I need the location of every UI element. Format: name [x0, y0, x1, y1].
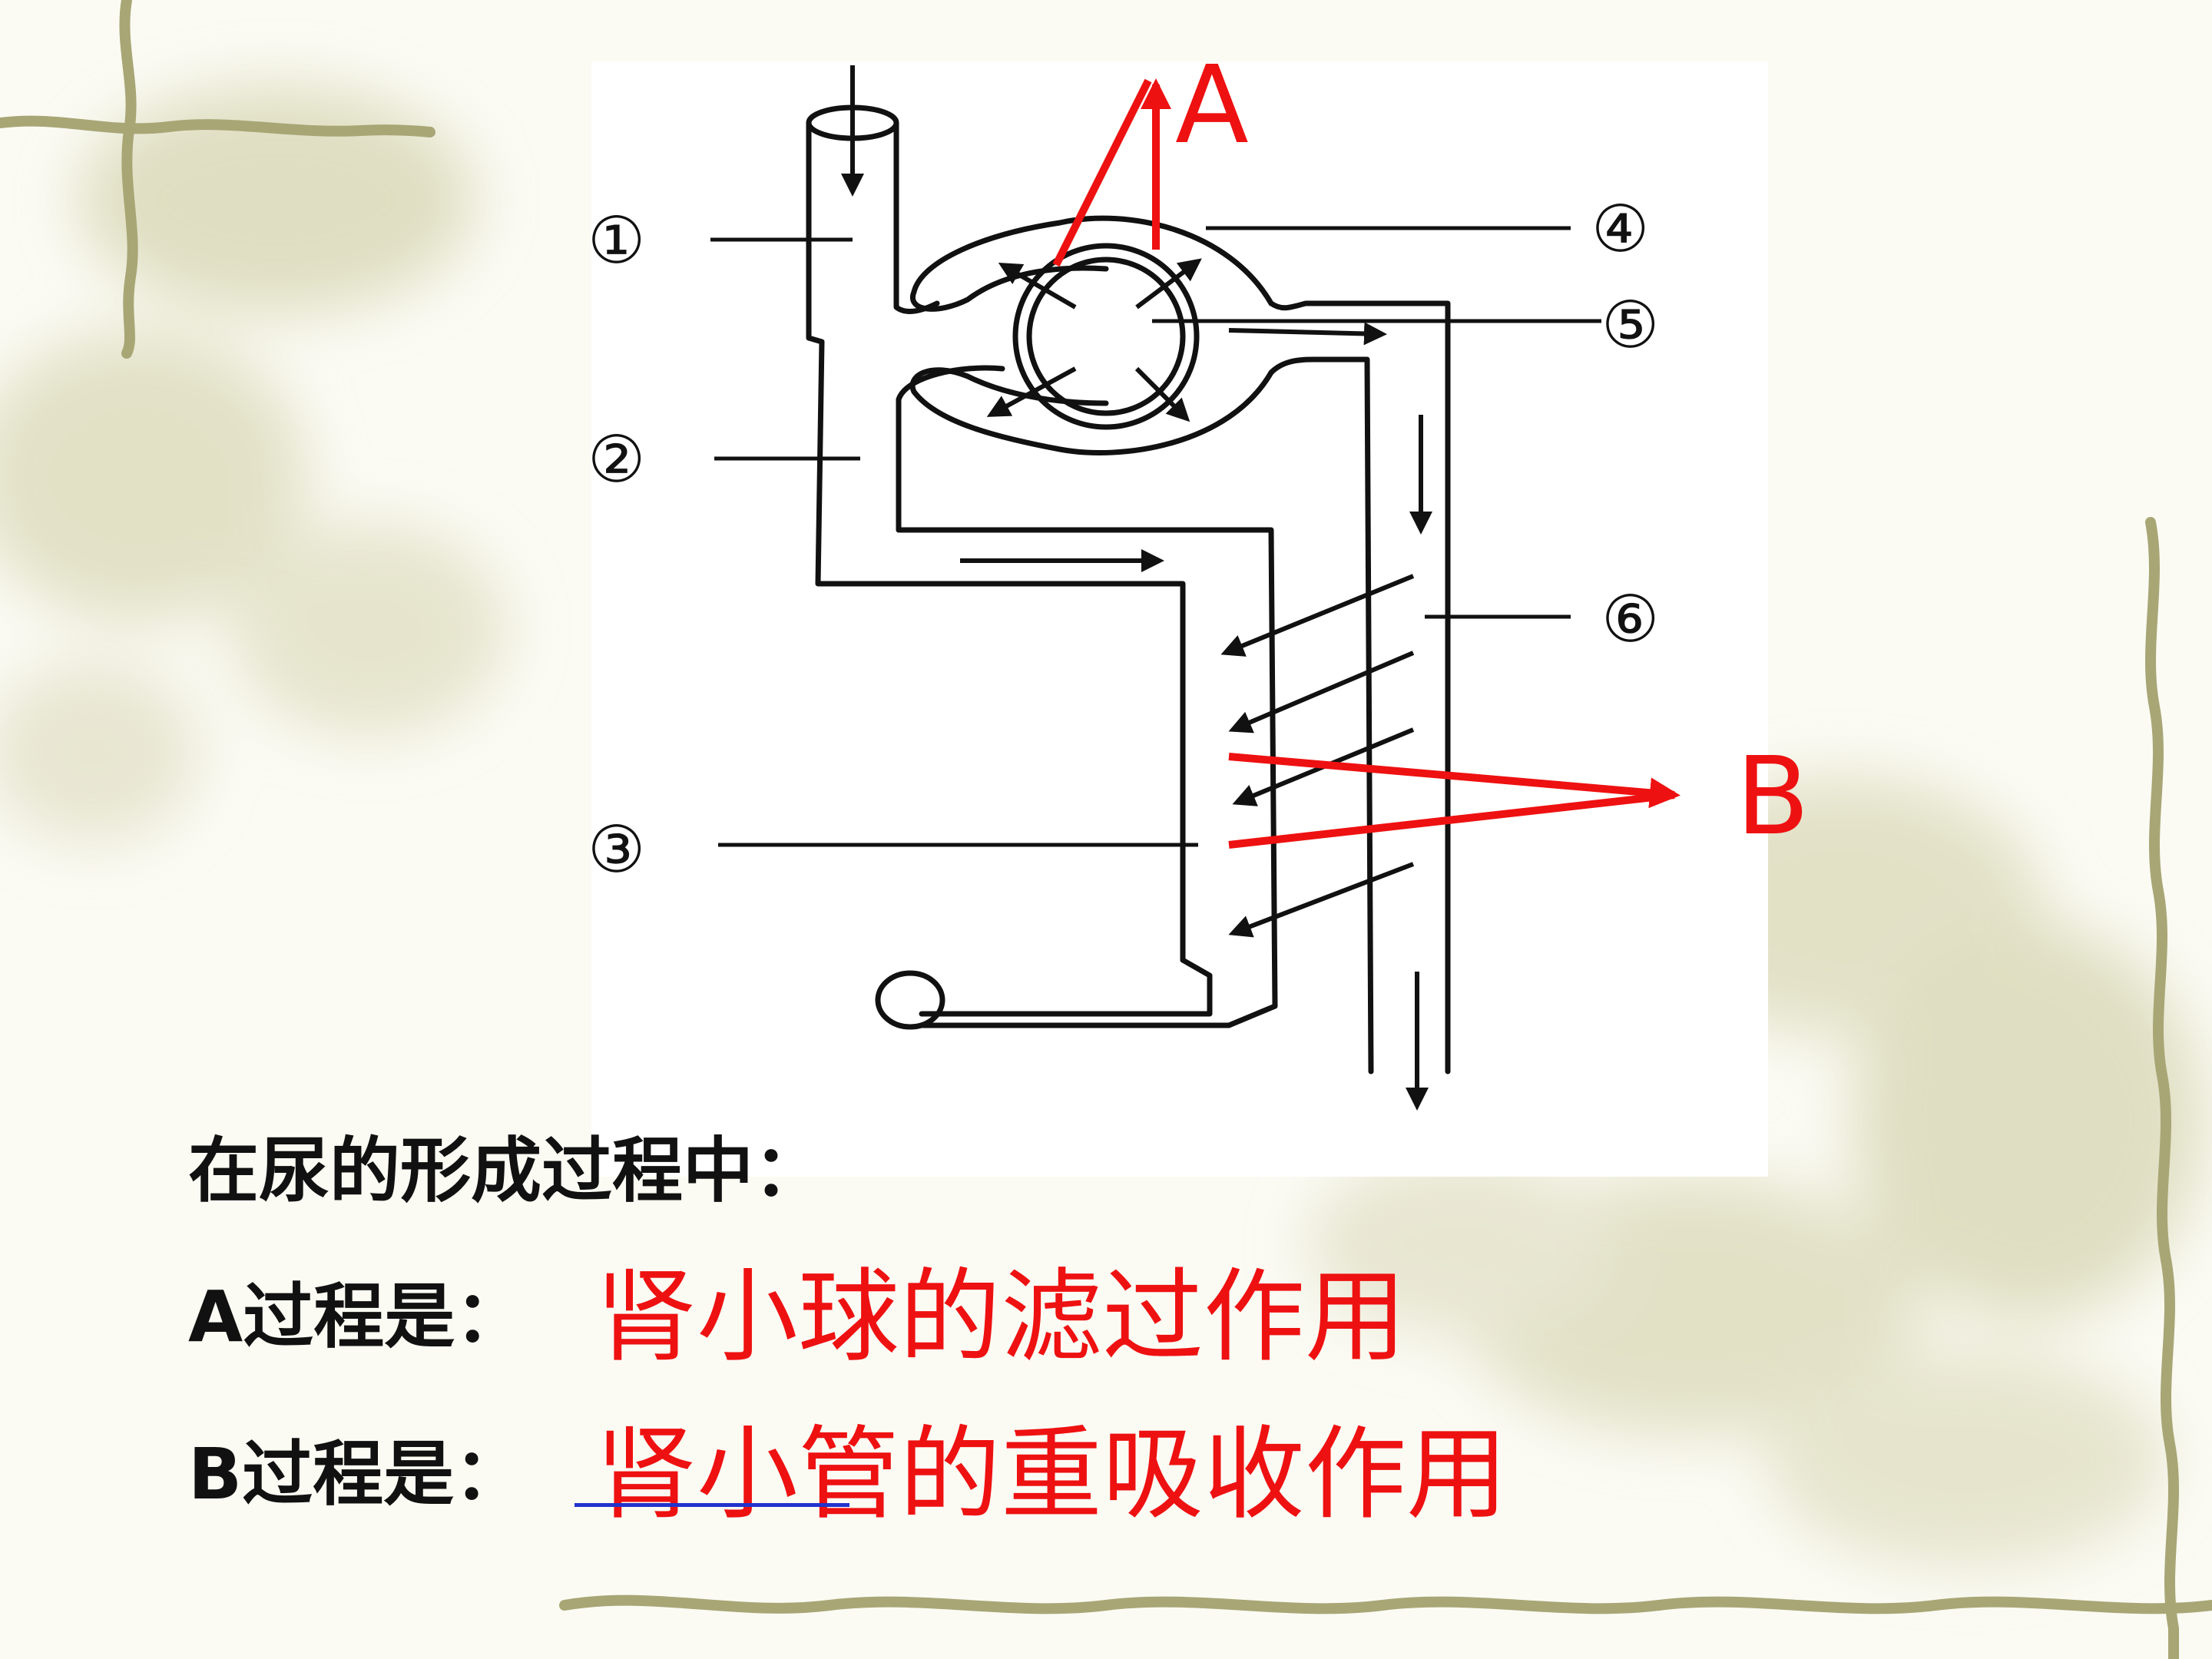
flow-arrow-reabsorb-2 [1228, 651, 1415, 733]
marker-3: ③ [588, 812, 645, 887]
answer-b: 肾小管的重吸收作用 [595, 1416, 1508, 1534]
process-a-indicator [1052, 78, 1171, 267]
marker-1: ① [588, 203, 645, 278]
marker-5: ⑤ [1601, 287, 1659, 363]
flow-arrow-filter-1 [998, 262, 1077, 310]
flow-arrow-filter-4 [1134, 366, 1190, 422]
answer-blank-underline [575, 1503, 849, 1507]
nephron-structure [806, 104, 1451, 1075]
flow-arrow-filter-2 [1135, 258, 1202, 310]
flow-arrow-filter-3 [986, 366, 1077, 417]
label-b: B [1736, 734, 1810, 859]
question-intro: 在尿的形成过程中： [188, 1130, 825, 1212]
flow-arrow-tubule [1228, 322, 1387, 346]
diagram-panel [591, 61, 1768, 1177]
label-markers: ① ② ③ ④ ⑤ ⑥ [588, 191, 1659, 887]
question-b-prompt: B过程是： [188, 1433, 525, 1515]
flow-arrow-reabsorb-4 [1228, 862, 1415, 938]
answer-a: 肾小球的滤过作用 [595, 1258, 1406, 1376]
label-a: A [1175, 43, 1249, 168]
flow-arrow-reabsorb-1 [1220, 574, 1415, 657]
marker-2: ② [588, 422, 645, 497]
watercolor-flowers [0, 84, 2204, 1567]
process-b-indicator [1228, 753, 1681, 849]
marker-6: ⑥ [1601, 581, 1659, 657]
marker-4: ④ [1591, 191, 1649, 267]
question-a-prompt: A过程是： [188, 1276, 526, 1358]
label-leader-lines [710, 226, 1601, 847]
